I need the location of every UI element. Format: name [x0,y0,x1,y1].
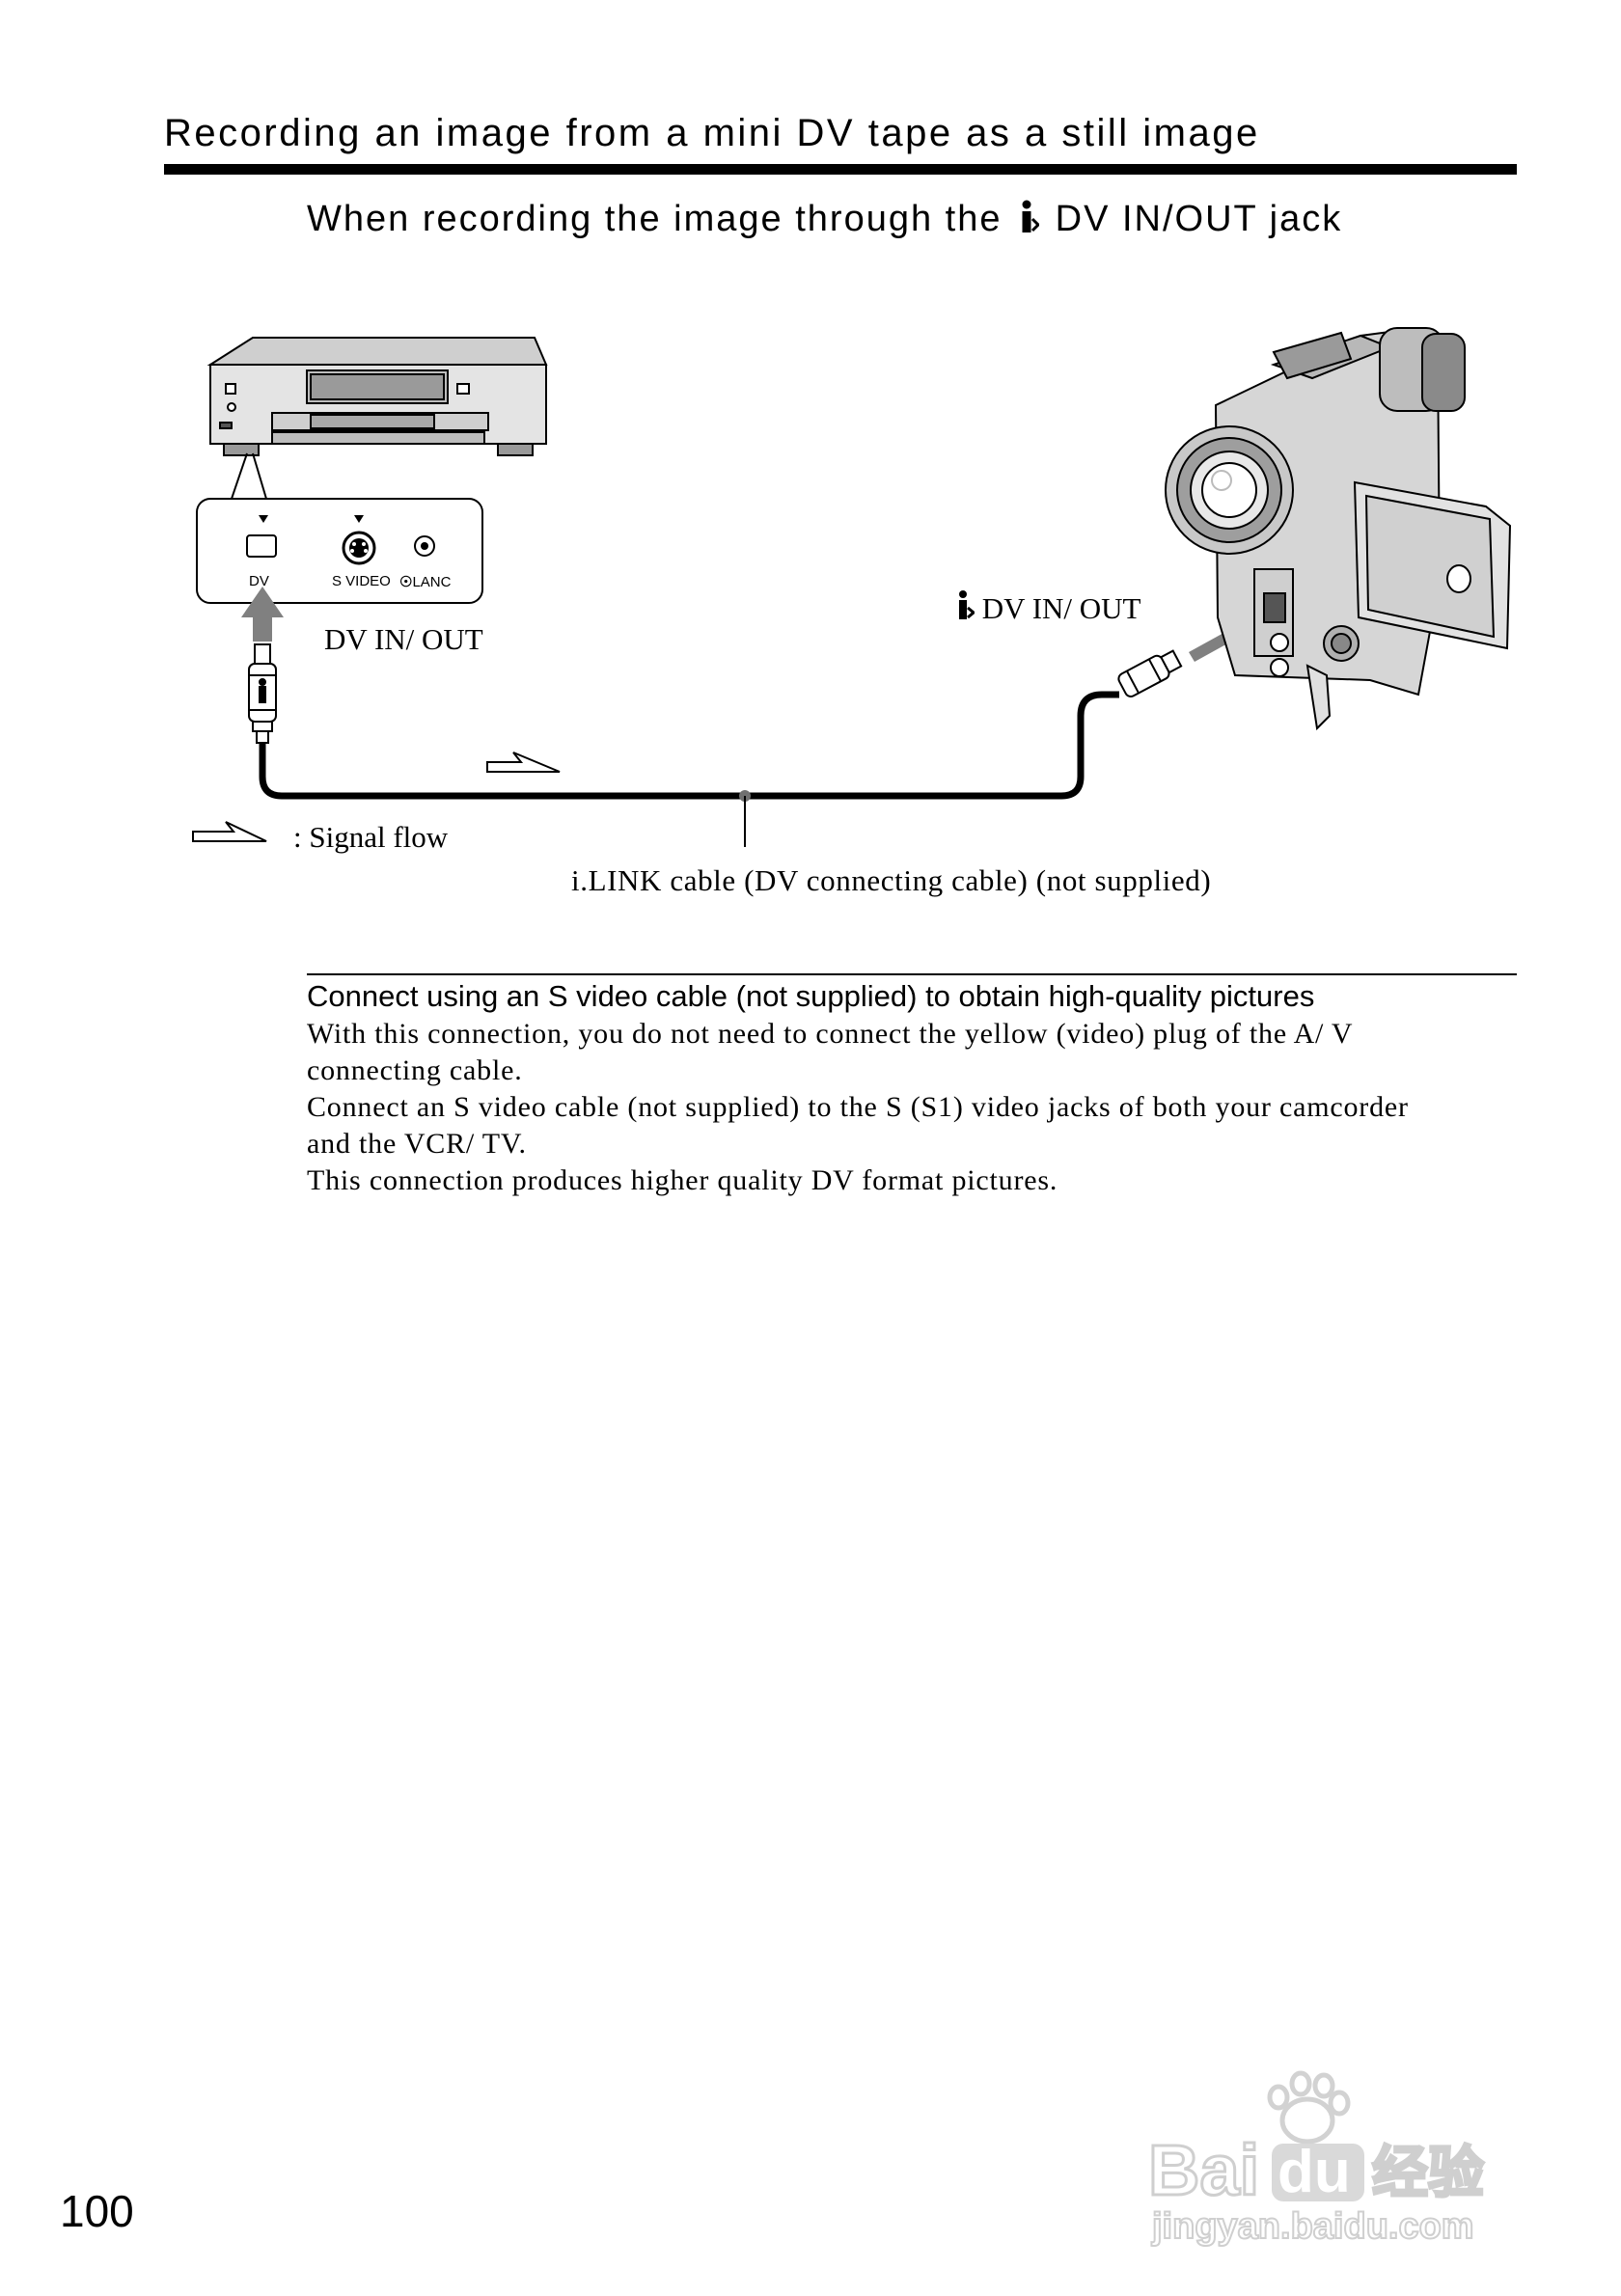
baidu-watermark-logo: Bai du 经验 jingyan.baidu.com [1147,2064,1553,2253]
ilink-icon [1018,200,1041,244]
section-title: Recording an image from a mini DV tape a… [164,112,1260,154]
subtitle-text: When recording the image through the [307,199,1003,239]
vcr-plug [248,643,277,744]
ilink-cable [259,691,1119,800]
note-line: and the VCR/ TV. [307,1128,527,1160]
note-heading: Connect using an S video cable (not supp… [307,979,1315,1013]
note-line: This connection produces higher quality … [307,1164,1058,1196]
jack-label-lanc-text: LANC [412,574,452,590]
camcorder-illustration [1165,326,1512,731]
note-line: Connect an S video cable (not supplied) … [307,1091,1409,1123]
note-line: With this connection, you do not need to… [307,1018,1354,1050]
note-rule [307,973,1517,975]
page-number: 100 [60,2186,134,2236]
ilink-icon [955,590,976,629]
vcr-jack-panel [196,498,483,604]
jack-label-lanc: ☉LANC [399,573,451,590]
subtitle: When recording the image through the DV … [307,199,1342,244]
vcr-illustration [206,337,548,456]
cable-label: i.LINK cable (DV connecting cable) (not … [571,863,1212,897]
jack-label-dv: DV [249,573,269,589]
svg-text:jingyan.baidu.com: jingyan.baidu.com [1151,2206,1474,2247]
camcorder-jack-label: DV IN/ OUT [981,591,1141,625]
connection-diagram: DV S VIDEO ☉LANC DV IN/ OUT DV IN/ OUT :… [0,0,1621,965]
vcr-jack-label: DV IN/ OUT [324,622,483,656]
svg-text:du: du [1278,2139,1351,2205]
svg-text:经验: 经验 [1372,2140,1484,2205]
note-line: connecting cable. [307,1054,523,1086]
signal-flow-arrow [486,752,561,773]
insert-arrow-vcr [241,587,284,642]
legend-arrow-icon [192,821,267,842]
note-body: With this connection, you do not need to… [307,1016,1523,1199]
lanc-icon: ☉ [399,574,413,590]
camera-plug [1117,649,1183,697]
camcorder-jack-label-group: DV IN/ OUT [955,590,1141,629]
subtitle-jack: DV IN/OUT jack [1055,199,1343,239]
signal-flow-legend: : Signal flow [293,820,449,854]
jack-label-svideo: S VIDEO [332,573,391,589]
svg-text:Bai: Bai [1148,2130,1259,2210]
title-rule [164,164,1517,175]
